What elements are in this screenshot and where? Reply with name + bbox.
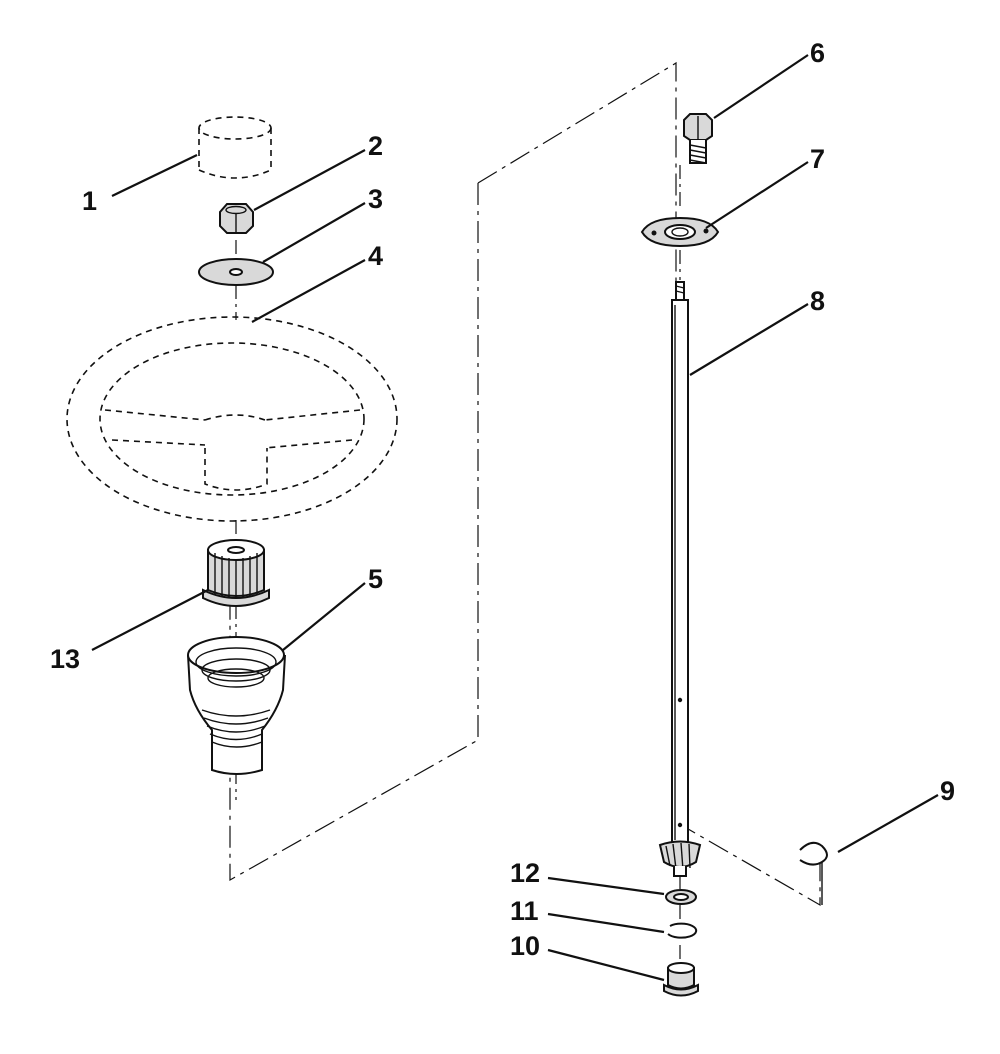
frame-bracket-icon [799,841,828,905]
callout-1: 1 [82,186,97,216]
callout-11: 11 [510,896,539,926]
hex-nut-icon [219,203,254,234]
flat-washer-icon [198,258,274,286]
callout-6: 6 [810,38,825,68]
steering-wheel-icon [66,316,398,522]
axis-lines [235,165,681,960]
hex-bolt-icon [683,113,713,164]
callout-7: 7 [810,144,825,174]
callout-10: 10 [510,931,540,961]
callout-labels: 1 2 3 4 5 6 7 8 9 10 11 12 13 [50,38,955,961]
steering-shaft-icon [658,281,702,877]
splined-hub-icon [202,539,270,607]
callout-8: 8 [810,286,825,316]
thrust-washer-icon [665,889,697,905]
callout-2: 2 [368,131,383,161]
retaining-ring-icon [667,922,698,939]
phantom-panel [229,61,821,907]
dust-boot-icon [187,636,286,775]
leader-lines [91,54,939,982]
knob-cap-icon [198,116,272,179]
callout-9: 9 [940,776,955,806]
callout-4: 4 [368,241,383,271]
flange-bearing-icon [640,216,720,248]
callout-3: 3 [368,184,383,214]
bushing-icon [663,962,699,997]
callout-13: 13 [50,644,80,674]
callout-5: 5 [368,564,383,594]
callout-12: 12 [510,858,540,888]
